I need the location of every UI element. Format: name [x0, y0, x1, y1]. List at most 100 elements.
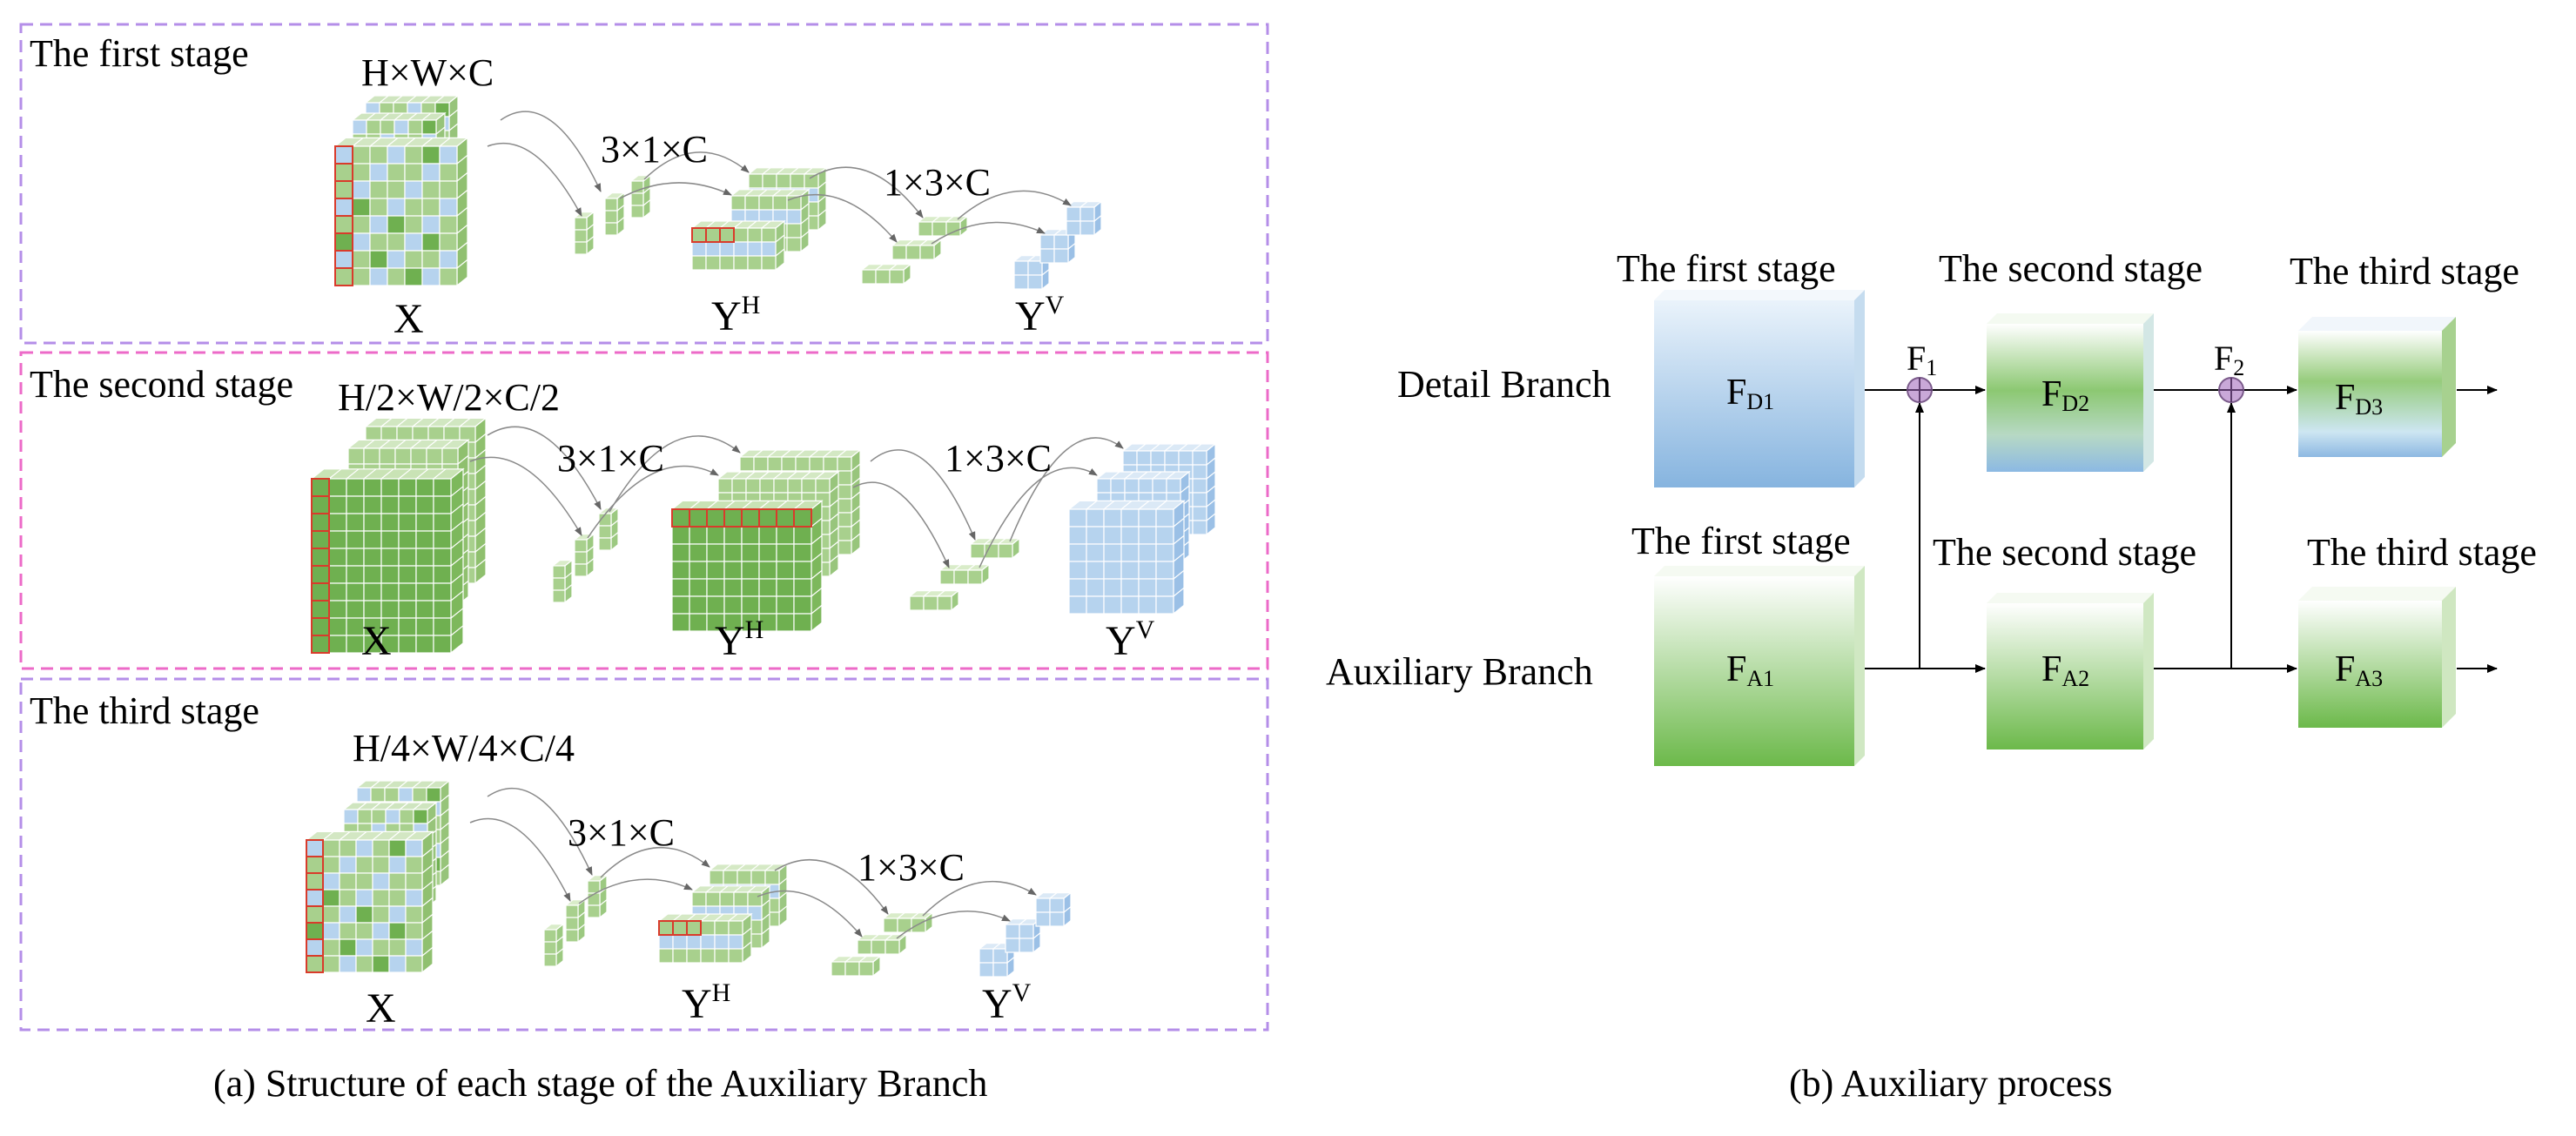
stage3-yh-kernel [686, 920, 702, 936]
stage1-yh-kernel [719, 227, 735, 243]
stage1-yh-block [690, 219, 786, 272]
stage2-h-piece [597, 507, 620, 552]
stage1-input-dims: H×W×C [361, 51, 494, 94]
stage2-v-piece [938, 563, 991, 586]
fusion-f1-icon [1907, 377, 1933, 403]
detail-branch-label: Detail Branch [1397, 363, 1611, 406]
stage2-yh-kernel [793, 508, 812, 528]
aux-stage1-title: The first stage [1631, 520, 1851, 562]
block-fa1 [1654, 566, 1865, 766]
stage1-h-piece [573, 211, 595, 256]
stage3-yh-block [657, 912, 753, 965]
block-fa3 [2298, 587, 2456, 728]
stage1-v-piece [860, 263, 912, 286]
stage2-yh-label: YH [715, 615, 764, 664]
stage2-x-label: X [361, 618, 392, 664]
stage2-arrow [487, 426, 602, 510]
auxiliary-branch-label: Auxiliary Branch [1326, 650, 1593, 693]
stage3-h-piece [564, 898, 587, 944]
stage1-arrow [487, 142, 582, 217]
aux-stage3-title: The third stage [2307, 531, 2537, 574]
stage1-conv-v: 1×3×C [884, 161, 991, 204]
stage3-structure [305, 779, 1073, 978]
stage3-arrow [896, 911, 1011, 939]
detail-stage2-title: The second stage [1939, 247, 2203, 290]
stage1-arrow [809, 166, 924, 218]
stage2-conv-h: 3×1×C [557, 437, 664, 480]
stage1-x-block [333, 137, 469, 287]
stage3-v-piece [882, 911, 934, 934]
block-fd2 [1987, 313, 2154, 472]
stage1-arrow [643, 151, 750, 180]
block-fa2-label: FA2 [2041, 649, 2090, 691]
stage2-input-dims: H/2×W/2×C/2 [338, 376, 560, 419]
stage1-structure [333, 94, 1103, 291]
stage3-yv-label: YV [982, 978, 1032, 1027]
stage3-arrow [600, 846, 710, 878]
stage3-x-kernel [306, 955, 324, 973]
stage2-x-kernel [311, 635, 330, 654]
stage3-v-piece [830, 955, 882, 978]
stage1-arrow [619, 182, 732, 199]
block-fd3 [2298, 317, 2456, 457]
stage2-arrow [852, 481, 950, 568]
block-fa3-label: FA3 [2335, 649, 2384, 691]
stage3-arrow [578, 878, 693, 904]
stage1-arrow [931, 221, 1046, 245]
block-fd1 [1654, 290, 1865, 487]
stage3-input-dims: H/4×W/4×C/4 [353, 727, 575, 770]
stage1-arrow [787, 193, 898, 243]
block-fd2-label: FD2 [2041, 374, 2090, 416]
stage3-x-label: X [366, 985, 396, 1032]
aux-stage2-title: The second stage [1933, 531, 2196, 574]
stage1-arrow [957, 190, 1072, 220]
fusion-f2-icon [2218, 377, 2244, 403]
stage2-arrow [469, 456, 582, 536]
stage1-yh-label: YH [711, 291, 761, 339]
stage3-arrow [774, 859, 889, 915]
block-fa2 [1987, 593, 2154, 749]
stage1-title: The first stage [30, 32, 249, 75]
stage1-yv-label: YV [1015, 291, 1065, 339]
stage2-arrow [587, 465, 719, 539]
fusion-f1-label: F1 [1907, 339, 1938, 380]
stage2-arrow [1009, 437, 1124, 542]
stage1-v-piece [891, 239, 943, 261]
stage3-conv-h: 3×1×C [568, 811, 675, 854]
stage2-arrow [609, 435, 741, 513]
stage2-box [19, 351, 1269, 670]
stage3-v-piece [856, 933, 908, 956]
stage3-yv-piece [1004, 918, 1042, 954]
stage2-v-piece [969, 537, 1021, 560]
stage3-h-piece [542, 923, 565, 968]
stage1-yv-piece [1012, 254, 1051, 291]
stage2-arrow [979, 467, 1098, 568]
stage2-structure [310, 417, 1217, 655]
stage2-yv-label: YV [1106, 615, 1155, 664]
stage1-h-piece [603, 192, 626, 237]
stage3-arrow [757, 890, 863, 938]
stage3-arrow [469, 817, 571, 902]
stage2-v-piece [908, 589, 960, 612]
stage3-h-piece [586, 874, 609, 919]
stage2-yv-block [1067, 500, 1186, 615]
stage3-yh-label: YH [682, 978, 731, 1027]
stage2-arrow [870, 449, 976, 541]
stage3-box [19, 677, 1269, 1032]
stage3-arrow [922, 880, 1037, 917]
caption-a: (a) Structure of each stage of the Auxil… [213, 1062, 988, 1105]
stage2-title: The second stage [30, 363, 293, 406]
panel-b-structure [1654, 290, 2456, 766]
block-fd3-label: FD3 [2335, 378, 2384, 420]
stage1-box [19, 23, 1269, 345]
stage1-x-kernel [334, 267, 353, 286]
caption-b: (b) Auxiliary process [1789, 1062, 2113, 1105]
detail-stage1-title: The first stage [1617, 247, 1836, 290]
stage2-conv-v: 1×3×C [945, 437, 1052, 480]
stage3-conv-v: 1×3×C [858, 846, 965, 889]
stage3-x-block [305, 830, 434, 974]
stage3-arrow [487, 787, 593, 876]
block-fd1-label: FD1 [1726, 373, 1775, 414]
stage2-h-piece [551, 559, 574, 604]
